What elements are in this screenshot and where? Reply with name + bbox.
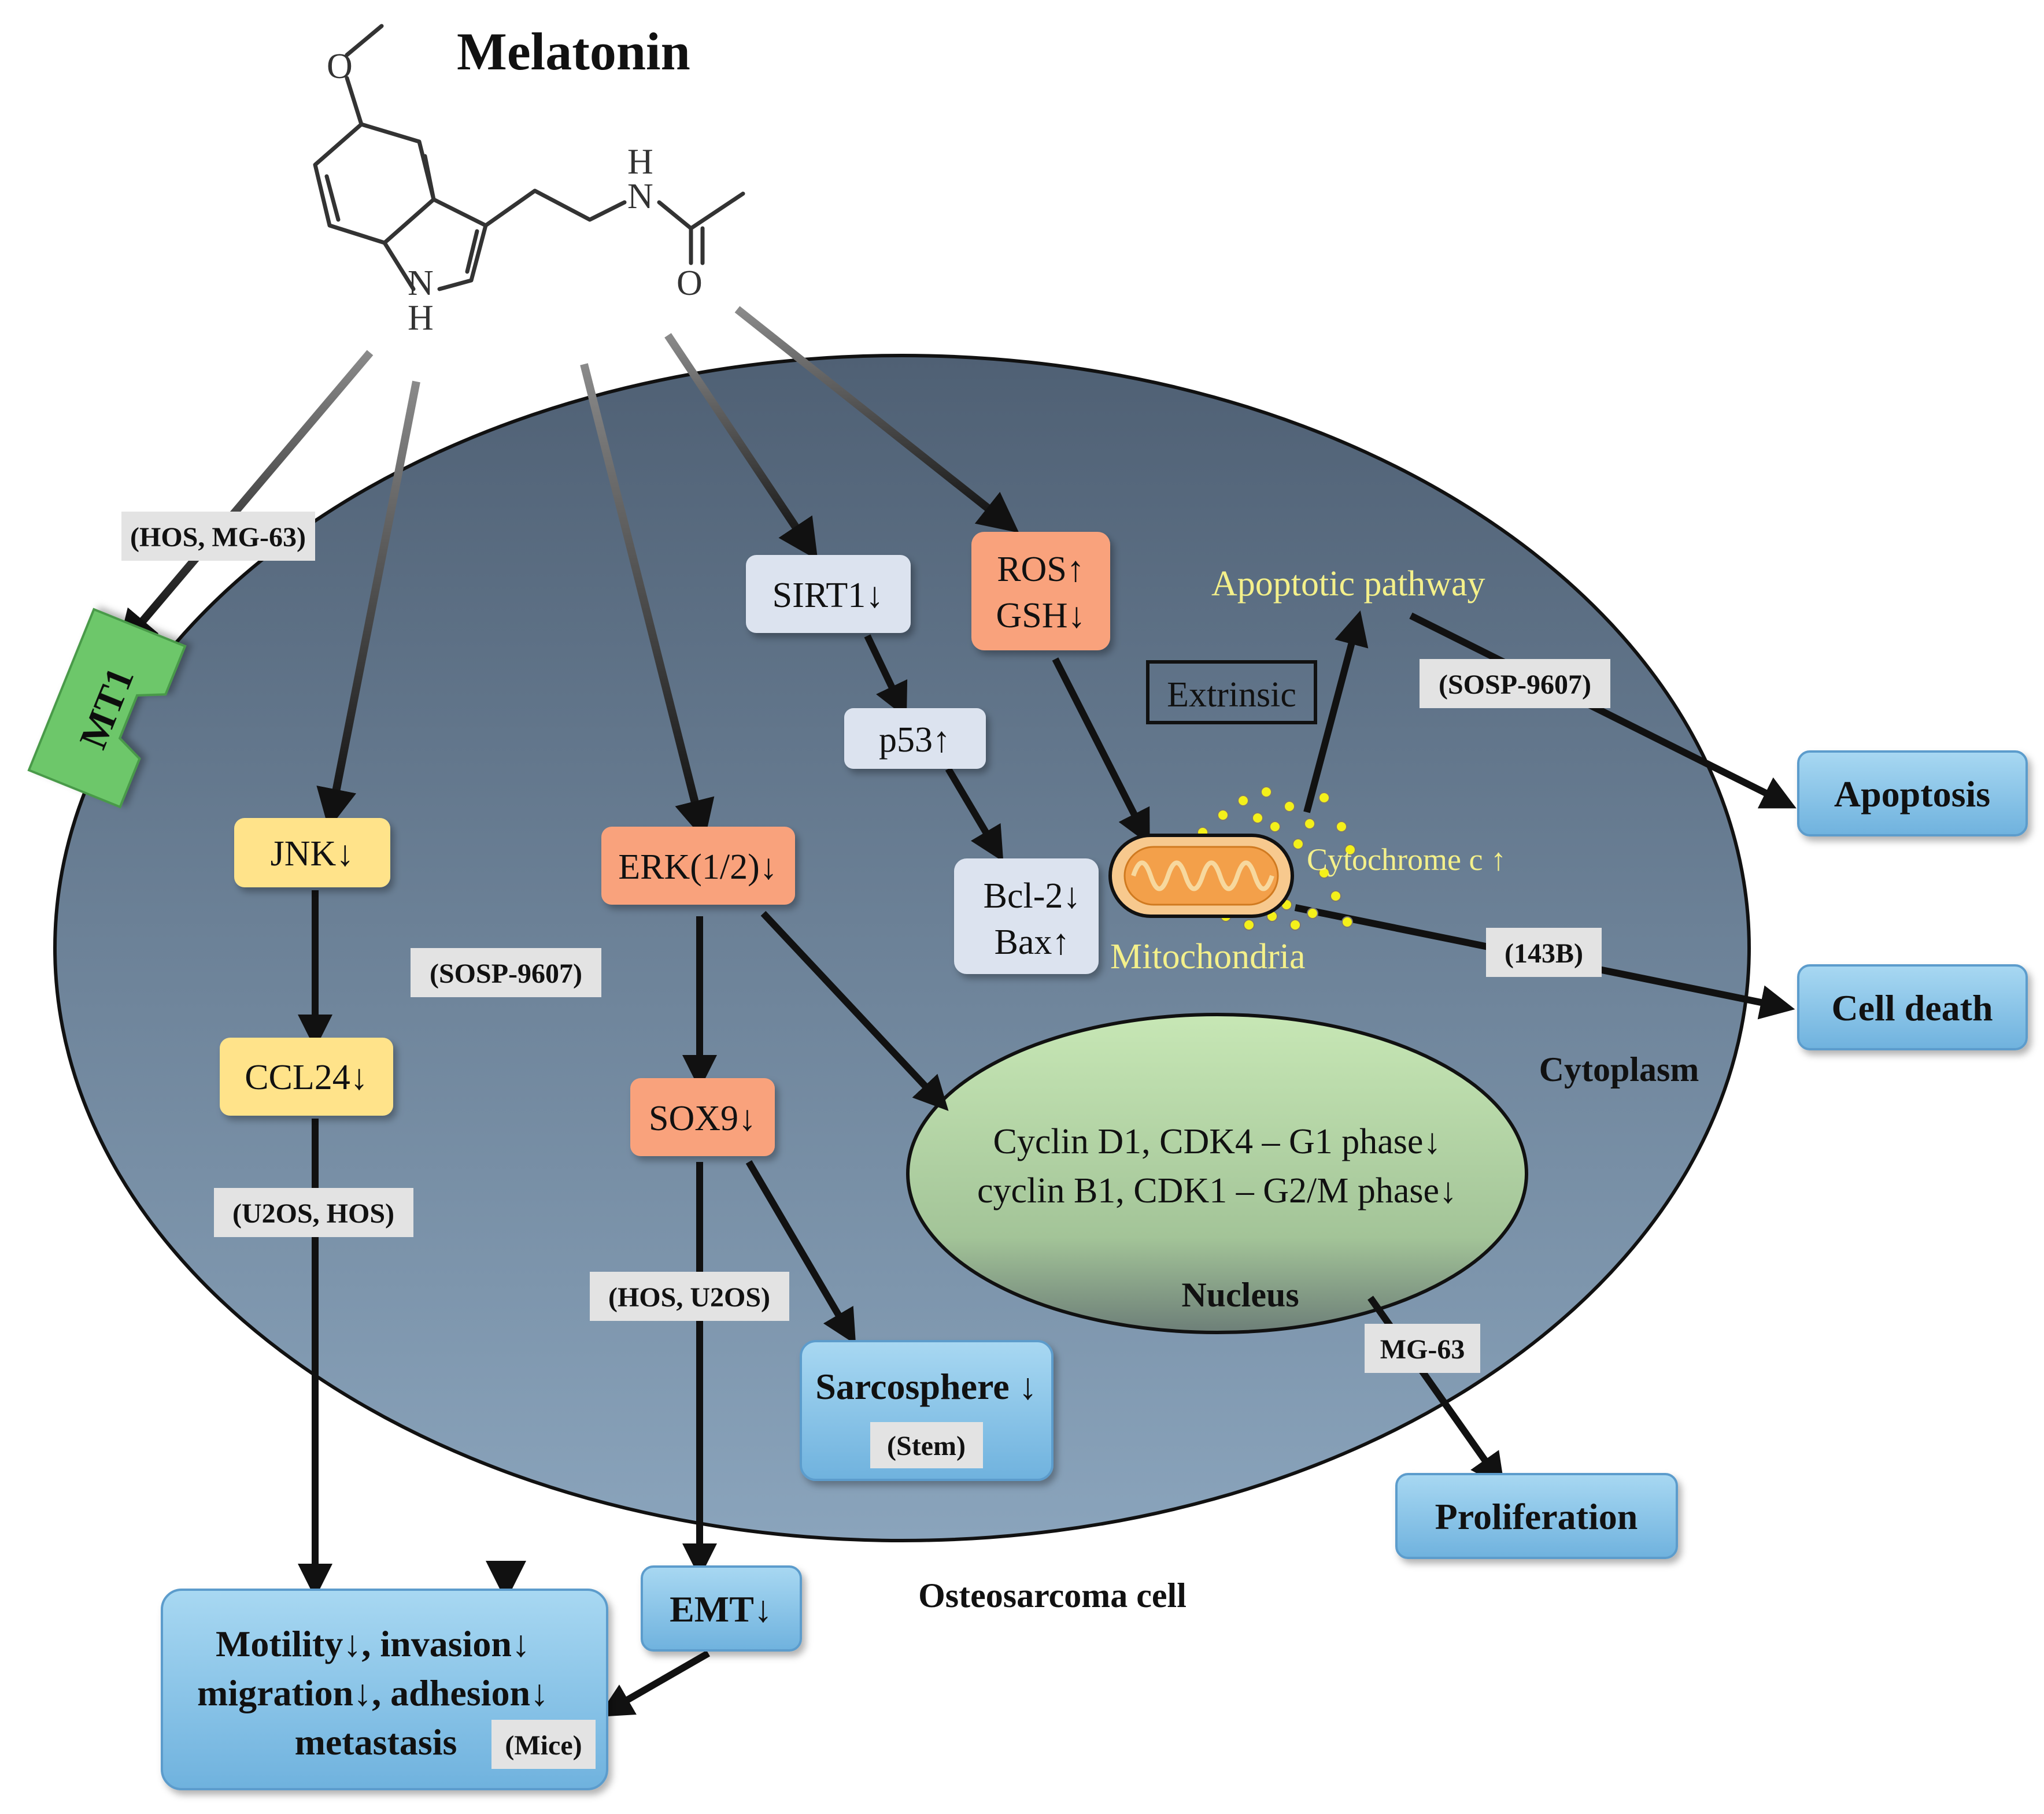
arrow-to-ros [734,306,1019,533]
ros-gsh-box [971,532,1110,650]
atom-o-methoxy: O [327,47,353,86]
mice-tag [491,1720,596,1769]
cytoplasm-label: Cytoplasm [1539,1050,1699,1089]
tag-u2os-hos-label: (U2OS, HOS) [232,1198,394,1229]
motility-line1: Motility↓, invasion↓ [216,1623,530,1664]
p53-box [844,708,986,769]
tag-sosp-right-label: (SOSP-9607) [1439,669,1591,700]
atom-h-amide: H [627,142,653,182]
tag-hos-mg63-label: (HOS, MG-63) [130,522,306,553]
mice-label: (Mice) [505,1730,582,1761]
arrow-to-mt1 [117,350,374,651]
cell-label: Osteosarcoma cell [918,1576,1187,1615]
tag-hos-mg63 [121,512,315,561]
atom-h-indole: H [408,298,434,338]
p53-label: p53↑ [879,720,951,760]
mt1-receptor: MT1 [27,608,187,809]
apoptosis-label: Apoptosis [1834,773,1990,815]
atom-o-carbonyl: O [677,264,703,303]
erk-box [601,827,795,905]
proliferation-box [1395,1473,1678,1559]
ccl24-box [220,1038,393,1116]
cytochrome-label: Cytochrome c ↑ [1307,842,1506,877]
ccl24-label: CCL24↓ [245,1058,368,1097]
sox9-label: SOX9↓ [649,1099,756,1138]
nucleus-line1: Cyclin D1, CDK4 – G1 phase↓ [993,1122,1441,1161]
sarcosphere-box [800,1340,1054,1481]
sirt1-box [746,555,911,633]
melatonin-structure [313,24,745,291]
stem-tag [870,1422,983,1468]
emt-label: EMT↓ [670,1589,772,1630]
ros-label: ROS↑ [997,550,1085,589]
stem-label: (Stem) [887,1431,966,1461]
jnk-box [234,818,390,887]
emt-box [641,1565,802,1652]
tag-143b-label: (143B) [1505,938,1583,969]
sox9-box [630,1078,775,1156]
arrow-p53-to-bcl2 [945,767,1004,862]
extrinsic-box [1146,660,1317,724]
tag-sosp-left-label: (SOSP-9607) [430,958,582,989]
mitochondria [1108,786,1356,931]
mitochondria-label: Mitochondria [1110,937,1306,976]
cell-death-box [1797,964,2028,1050]
jnk-label: JNK↓ [271,834,354,873]
arrow-to-erk [580,363,715,841]
bcl2-bax-box [954,858,1099,974]
bax-label: Bax↑ [995,923,1070,962]
cell-death-label: Cell death [1831,987,1993,1028]
tag-hos-u2os [590,1272,789,1321]
sarcosphere-label: Sarcosphere ↓ [815,1366,1037,1407]
arrow-emt-to-motility [598,1650,710,1717]
nucleus-line2: cyclin B1, CDK1 – G2/M phase↓ [977,1171,1457,1210]
tag-143b [1486,928,1602,977]
nucleus-label: Nucleus [1181,1276,1299,1314]
nucleus [906,1013,1528,1334]
motility-line2: migration↓, adhesion↓ [197,1672,549,1713]
arrow-sox9-to-sarcosphere [745,1160,856,1345]
sirt1-label: SIRT1↓ [772,576,884,615]
tag-mg63-label: MG-63 [1380,1334,1465,1365]
atom-n-indole: N [408,264,434,303]
atom-n-amide: N [627,177,653,216]
arrow-to-jnk [316,380,420,830]
apoptosis-box [1797,750,2028,836]
tag-mg63 [1365,1324,1480,1373]
motility-line3: metastasis [295,1722,457,1763]
gsh-label: GSH↓ [996,596,1085,635]
tag-sosp-left [411,948,601,997]
erk-label: ERK(1/2)↓ [618,847,778,887]
arrow-ros-to-mito [1052,657,1150,845]
proliferation-label: Proliferation [1435,1496,1638,1537]
arrow-erk-to-nucleus [760,910,949,1111]
tag-sosp-right [1420,659,1610,708]
arrow-mito-to-apoptotic [1303,610,1369,813]
bcl2-label: Bcl-2↓ [984,876,1081,916]
extrinsic-label: Extrinsic [1167,675,1296,715]
arrow-sirt1-to-p53 [864,634,908,719]
tag-hos-u2os-label: (HOS, U2OS) [608,1282,770,1313]
apoptotic-pathway-label: Apoptotic pathway [1211,564,1485,604]
page-title: Melatonin [457,22,690,81]
tag-u2os-hos [214,1188,413,1237]
arrow-to-sirt1 [664,333,818,561]
